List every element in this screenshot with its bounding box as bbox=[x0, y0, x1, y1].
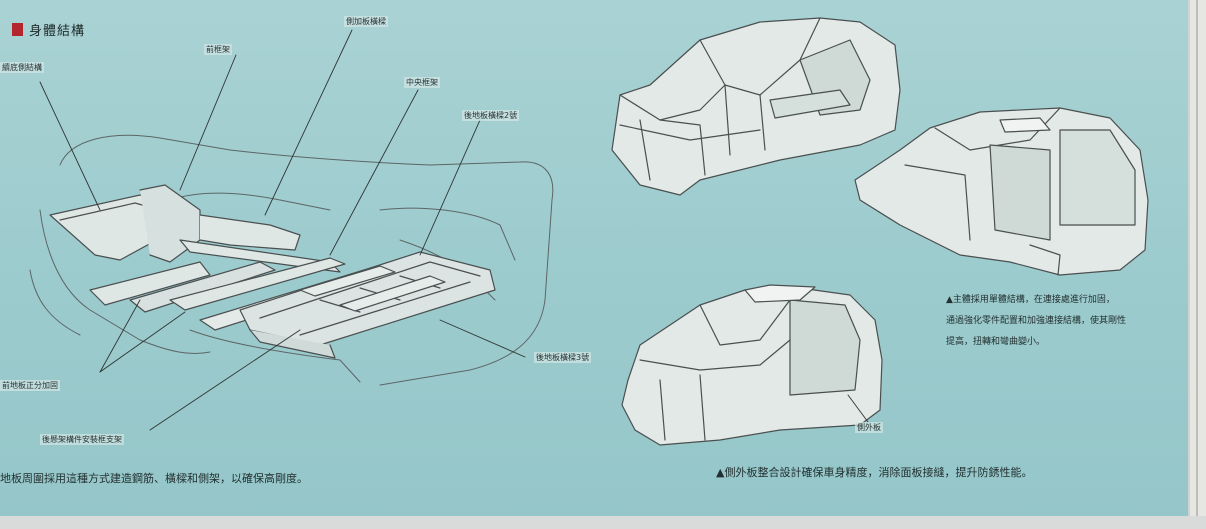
floor-caption: 地板周圍採用這種方式建造鋼筋、橫樑和側架，以確保高剛度。 bbox=[0, 472, 308, 485]
body-note-line-2: 通過強化零件配置和加強連接結構，使其剛性 bbox=[946, 316, 1127, 326]
page-fold-line bbox=[1196, 0, 1198, 529]
callout-rear-floor-beam-3: 後地板橫樑3號 bbox=[534, 352, 592, 363]
callout-rear-suspension-bracket: 後懸架構件安裝框支架 bbox=[40, 434, 124, 445]
callout-front-frame: 前框架 bbox=[204, 44, 232, 55]
callout-rear-floor-beam-2: 後地板橫樑2號 bbox=[462, 110, 520, 121]
callout-side-beam: 側加板橫樑 bbox=[344, 16, 388, 27]
body-side-panel-illustration bbox=[621, 284, 883, 446]
side-panel-label: 側外板 bbox=[855, 422, 883, 433]
body-shell-front-illustration bbox=[611, 17, 901, 196]
body-note-line-1: ▲主體採用單體結構，在連接處進行加固， bbox=[946, 295, 1115, 305]
body-note-line-3: 提高，扭轉和彎曲變小。 bbox=[946, 337, 1046, 347]
section-marker-icon bbox=[12, 23, 23, 36]
page-margin-strip bbox=[1190, 0, 1206, 529]
floor-frame-illustration bbox=[29, 29, 554, 431]
callout-center-frame: 中央框架 bbox=[404, 77, 440, 88]
body-shell-rear-illustration bbox=[854, 107, 1149, 276]
side-panel-caption: ▲側外板整合設計確保車身精度，消除面板接縫，提升防銹性能。 bbox=[716, 466, 1033, 479]
callout-bottom-side-structure: 續底側結構 bbox=[0, 62, 44, 73]
callout-front-floor-reinforcement: 前地板正分加固 bbox=[0, 380, 60, 391]
page-bottom-margin bbox=[0, 516, 1206, 529]
body-structure-note: ▲主體採用單體結構，在連接處進行加固， 通過強化零件配置和加強連接結構，使其剛性… bbox=[946, 290, 1126, 353]
section-title: 身體結構 bbox=[29, 24, 86, 39]
section-header: 身體結構 bbox=[12, 20, 85, 39]
